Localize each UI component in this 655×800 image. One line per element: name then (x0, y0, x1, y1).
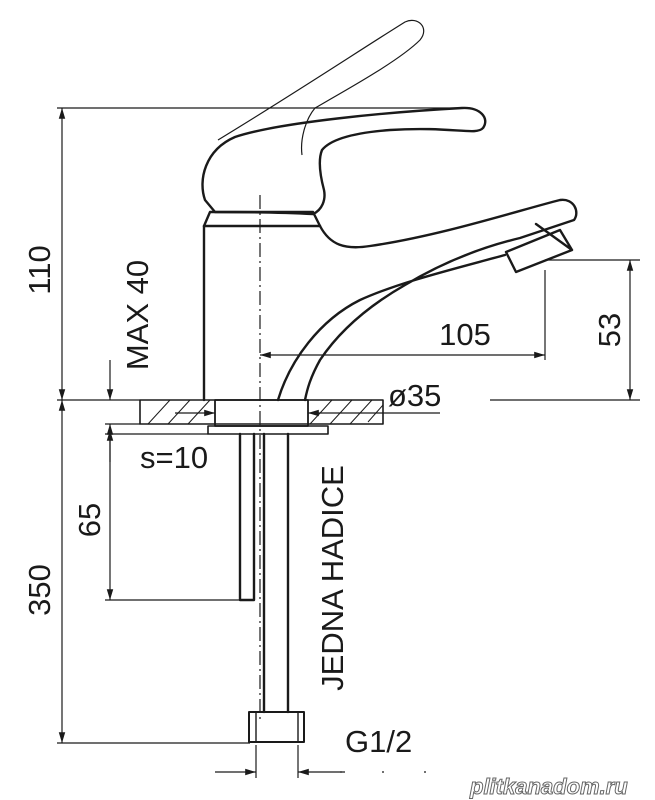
dim-110-label: 110 (22, 245, 57, 294)
watermark-text: plitkanadom.ru (469, 774, 628, 799)
dim-s10-label: s=10 (140, 440, 208, 475)
dim-350-label: 350 (22, 564, 57, 616)
counter-plate (139, 399, 384, 425)
dim-53-label: 53 (592, 313, 627, 347)
dim-o35-label: ø35 (388, 378, 441, 413)
lever-handle (201, 106, 487, 216)
spout (276, 198, 578, 402)
mounting-nut (214, 399, 309, 427)
aerator (504, 222, 574, 274)
dim-g12-label: G1/2 (345, 724, 412, 759)
counter-hatching (147, 399, 384, 425)
dimension-lines (57, 107, 640, 778)
washer-plate (207, 425, 329, 435)
supply-pipe (238, 432, 256, 602)
counter-section (139, 399, 384, 743)
faucet-outline (201, 19, 578, 402)
hose-note-label: JEDNA HADICE (315, 465, 350, 691)
flexible-hose (262, 432, 290, 714)
dim-105-label: 105 (439, 317, 491, 352)
cartridge-cap (202, 210, 322, 228)
dim-max40-label: MAX 40 (120, 260, 155, 370)
dim-65-label: 65 (72, 503, 107, 537)
lever-open-position (217, 19, 425, 156)
hose-nut (248, 711, 305, 743)
